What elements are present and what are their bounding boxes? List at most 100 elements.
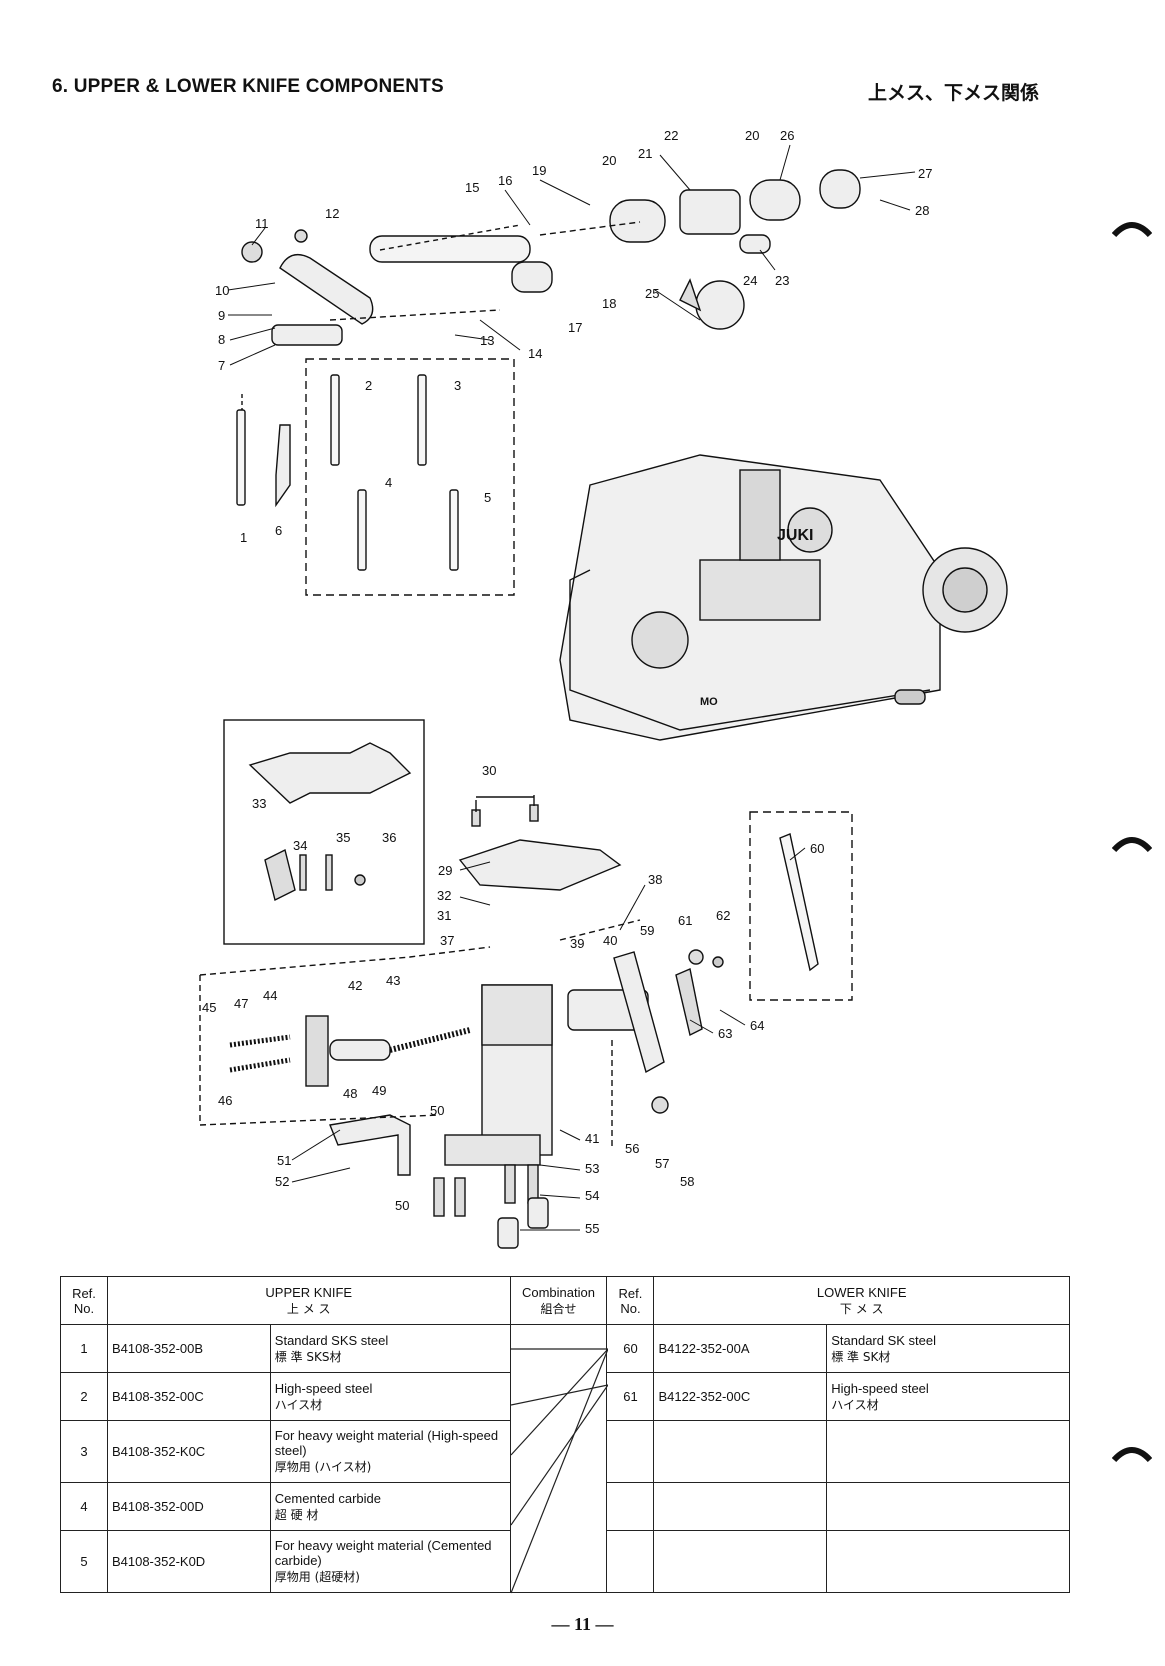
callout-label: 51 — [277, 1153, 291, 1168]
exploded-parts-diagram: 11 12 10 9 8 7 1 6 2 3 4 5 13 14 15 16 1… — [199, 128, 1008, 1249]
callout-label: 42 — [348, 978, 362, 993]
callout-label: 39 — [570, 936, 584, 951]
brand-logo: JUKI — [777, 527, 813, 544]
callout-label: 9 — [218, 308, 225, 323]
callout-label: 1 — [240, 530, 247, 545]
callout-label: 45 — [202, 1000, 216, 1015]
page-number: — 11 — — [551, 1614, 614, 1634]
part-description: High-speed steel ハイス材 — [826, 1372, 1070, 1421]
combination-cell — [509, 1324, 608, 1594]
callout-label: 56 — [625, 1141, 639, 1156]
table-row: 5 B4108-352-K0D For heavy weight materia… — [60, 1530, 1070, 1593]
table-header-row: Ref. No. UPPER KNIFE 上 メ ス Combination 組… — [60, 1276, 1070, 1325]
callout-label: 47 — [234, 996, 248, 1011]
callout-label: 55 — [585, 1221, 599, 1236]
callout-label: 21 — [638, 146, 652, 161]
callout-label: 2 — [365, 378, 372, 393]
callout-label: 3 — [454, 378, 461, 393]
callout-label: 37 — [440, 933, 454, 948]
callout-label: 53 — [585, 1161, 599, 1176]
ref-number: 2 — [60, 1372, 108, 1421]
empty-cell — [653, 1420, 828, 1483]
callout-label: 44 — [263, 988, 277, 1003]
callout-label: 15 — [465, 180, 479, 195]
lower-knife-header: LOWER KNIFE 下 メ ス — [653, 1276, 1070, 1325]
callout-label: 6 — [275, 523, 282, 538]
callout-label: 60 — [810, 841, 824, 856]
binder-mark-icon — [1112, 222, 1152, 238]
callout-label: 20 — [602, 153, 616, 168]
callout-label: 63 — [718, 1026, 732, 1041]
callout-label: 17 — [568, 320, 582, 335]
empty-cell — [606, 1482, 655, 1531]
ref-number: 3 — [60, 1420, 108, 1483]
callout-label: 16 — [498, 173, 512, 188]
callout-label: 22 — [664, 128, 678, 143]
empty-cell — [826, 1420, 1070, 1483]
parts-table: Ref. No. UPPER KNIFE 上 メ ス Combination 組… — [60, 1276, 1070, 1594]
part-number: B4108-352-K0C — [106, 1420, 271, 1483]
callout-label: 57 — [655, 1156, 669, 1171]
callout-label: 14 — [528, 346, 542, 361]
part-number: B4108-352-00D — [106, 1482, 271, 1531]
table-row: 1 B4108-352-00B Standard SKS steel 標 準 S… — [60, 1324, 1070, 1594]
callout-label: 8 — [218, 332, 225, 347]
callout-label: 43 — [386, 973, 400, 988]
part-description: For heavy weight material (High-speed st… — [269, 1420, 511, 1483]
page-title: 6. UPPER & LOWER KNIFE COMPONENTS — [52, 76, 444, 97]
callout-label: 49 — [372, 1083, 386, 1098]
callout-labels: 11 12 10 9 8 7 1 6 2 3 4 5 13 14 15 16 1… — [202, 128, 932, 1236]
callout-label: 61 — [678, 913, 692, 928]
empty-cell — [653, 1530, 828, 1593]
callout-label: 5 — [484, 490, 491, 505]
callout-label: 23 — [775, 273, 789, 288]
ref-number: 1 — [60, 1324, 108, 1373]
callout-label: 36 — [382, 830, 396, 845]
combination-header: Combination 組合せ — [509, 1276, 608, 1325]
upper-knife-header: UPPER KNIFE 上 メ ス — [106, 1276, 511, 1325]
part-number: B4122-352-00A — [653, 1324, 828, 1373]
callout-label: 48 — [343, 1086, 357, 1101]
ref-number: 4 — [60, 1482, 108, 1531]
callout-label: 64 — [750, 1018, 764, 1033]
callout-label: 30 — [482, 763, 496, 778]
callout-label: 50 — [430, 1103, 444, 1118]
part-description: High-speed steel ハイス材 — [269, 1372, 511, 1421]
binder-mark-icon — [1112, 837, 1152, 853]
callout-label: 31 — [437, 908, 451, 923]
callout-label: 7 — [218, 358, 225, 373]
callout-label: 10 — [215, 283, 229, 298]
ref-number: 60 — [606, 1324, 655, 1373]
combination-lines — [510, 1348, 608, 1594]
callout-label: 58 — [680, 1174, 694, 1189]
ref-no-header-lower: Ref. No. — [606, 1276, 655, 1325]
empty-cell — [826, 1530, 1070, 1593]
callout-label: 12 — [325, 206, 339, 221]
callout-label: 11 — [255, 216, 269, 231]
callout-label: 62 — [716, 908, 730, 923]
callout-label: 33 — [252, 796, 266, 811]
table-row: 4 B4108-352-00D Cemented carbide 超 硬 材 — [60, 1482, 1070, 1531]
table-row: 3 B4108-352-K0C For heavy weight materia… — [60, 1420, 1070, 1483]
ref-no-header: Ref. No. — [60, 1276, 108, 1325]
callout-label: 28 — [915, 203, 929, 218]
callout-label: 29 — [438, 863, 452, 878]
ref-number: 61 — [606, 1372, 655, 1421]
part-description: For heavy weight material (Cemented carb… — [269, 1530, 511, 1593]
callout-label: 4 — [385, 475, 392, 490]
part-number: B4108-352-00C — [106, 1372, 271, 1421]
part-description: Cemented carbide 超 硬 材 — [269, 1482, 511, 1531]
empty-cell — [826, 1482, 1070, 1531]
empty-cell — [606, 1530, 655, 1593]
callout-label: 54 — [585, 1188, 599, 1203]
callout-label: 26 — [780, 128, 794, 143]
callout-label: 41 — [585, 1131, 599, 1146]
part-number: B4108-352-00B — [106, 1324, 271, 1373]
callout-label: 52 — [275, 1174, 289, 1189]
empty-cell — [606, 1420, 655, 1483]
callout-label: 32 — [437, 888, 451, 903]
callout-label: 24 — [743, 273, 757, 288]
callout-label: 25 — [645, 286, 659, 301]
part-description: Standard SKS steel 標 準 SKS材 — [269, 1324, 511, 1373]
callout-label: 40 — [603, 933, 617, 948]
